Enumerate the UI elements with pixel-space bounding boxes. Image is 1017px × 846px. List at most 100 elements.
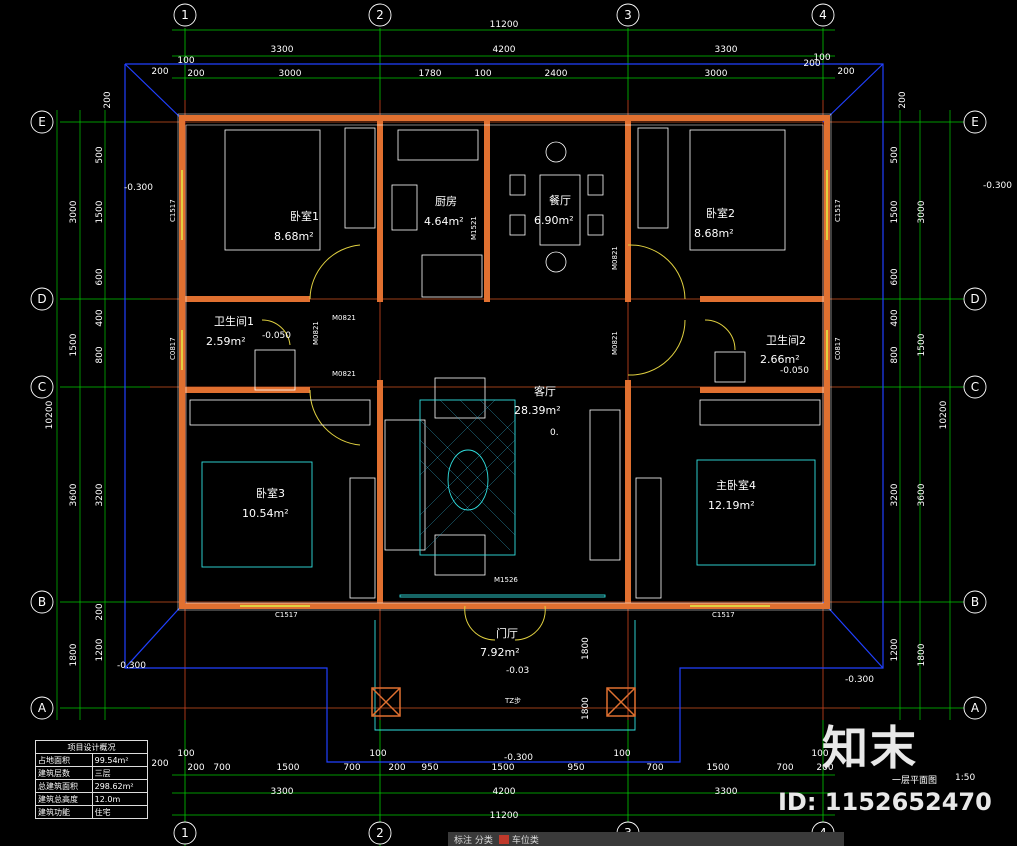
dimension-lines bbox=[56, 29, 951, 816]
dim-right-500: 500 bbox=[890, 146, 900, 163]
dim-right-1200: 1200 bbox=[890, 638, 900, 661]
room-area-entry-hall: 7.92m² bbox=[480, 646, 520, 659]
plan-title: 一层平面图 bbox=[892, 776, 938, 786]
axis-label-a-right: A bbox=[971, 701, 980, 715]
windows bbox=[181, 170, 828, 607]
level-mark-left-bottom: -0.300 bbox=[117, 661, 146, 671]
axis-label-b-left: B bbox=[38, 595, 46, 609]
room-area-bathroom-2: 2.66m² bbox=[760, 353, 800, 366]
dim-bottom-1500b: 1500 bbox=[492, 763, 515, 773]
tag-door-m0821-a: M0821 bbox=[332, 314, 356, 322]
dim-top-200a: 200 bbox=[151, 67, 168, 77]
tag-door-m1526: M1526 bbox=[494, 576, 518, 584]
room-area-living: 28.39m² bbox=[514, 404, 561, 417]
dim-bottom-span-1: 3300 bbox=[271, 787, 294, 797]
dim-top-200d: 200 bbox=[837, 67, 854, 77]
dim-left-1200: 1200 bbox=[95, 638, 105, 661]
dim-bottom-100a: 100 bbox=[369, 749, 386, 759]
dim-top-span-3: 3300 bbox=[715, 45, 738, 55]
dim-left-800: 800 bbox=[95, 346, 105, 363]
axis-label-c-right: C bbox=[971, 380, 979, 394]
room-name-dining: 餐厅 bbox=[549, 193, 571, 207]
axis-label-3-top: 3 bbox=[624, 8, 632, 22]
dim-top-span-2: 4200 bbox=[493, 45, 516, 55]
dim-left-600: 600 bbox=[95, 268, 105, 285]
watermark-id: ID: 1152652470 bbox=[778, 788, 992, 816]
room-area-dining: 6.90m² bbox=[534, 214, 574, 227]
tag-window-c1517-right: C1517 bbox=[834, 199, 842, 222]
dim-bottom-span-3: 3300 bbox=[715, 787, 738, 797]
bottom-tab-bar: 标注 分类 车位类 bbox=[448, 832, 844, 846]
dim-left-200b: 200 bbox=[95, 603, 105, 620]
dim-right-200a: 200 bbox=[898, 91, 908, 108]
dim-bottom-950a: 950 bbox=[421, 763, 438, 773]
tag-door-m0821-b: M0821 bbox=[332, 370, 356, 378]
axis-label-d-right: D bbox=[970, 292, 979, 306]
tab-annotation-category[interactable]: 标注 分类 bbox=[454, 833, 493, 846]
dim-right-400: 400 bbox=[890, 309, 900, 326]
info-value: 99.54m² bbox=[91, 753, 149, 767]
dim-bottom-total: 11200 bbox=[490, 811, 519, 821]
axis-label-a-left: A bbox=[38, 701, 47, 715]
tag-window-c0817-left: C0817 bbox=[169, 337, 177, 360]
dim-bottom-1500c: 1500 bbox=[707, 763, 730, 773]
dim-bottom-700b: 700 bbox=[343, 763, 360, 773]
axis-label-2-top: 2 bbox=[376, 8, 384, 22]
tab-parking-category[interactable]: 车位类 bbox=[498, 833, 539, 846]
room-name-bedroom-2: 卧室2 bbox=[706, 206, 735, 220]
dim-bottom-1500a: 1500 bbox=[277, 763, 300, 773]
axis-label-d-left: D bbox=[37, 292, 46, 306]
axis-label-e-left: E bbox=[38, 115, 46, 129]
dim-top-200c: 200 bbox=[803, 59, 820, 69]
info-value: 三层 bbox=[91, 766, 149, 780]
room-name-kitchen: 厨房 bbox=[435, 195, 457, 208]
dim-top-total: 11200 bbox=[490, 20, 519, 30]
dim-right-1500b: 1500 bbox=[890, 200, 900, 223]
axis-label-c-left: C bbox=[38, 380, 46, 394]
level-mark-bathroom-1: -0.050 bbox=[262, 331, 291, 341]
info-value: 298.62m² bbox=[91, 779, 149, 793]
info-key: 建筑总高度 bbox=[35, 792, 93, 806]
dim-bottom-100d: 100 bbox=[177, 749, 194, 759]
info-key: 建筑功能 bbox=[35, 805, 93, 819]
dim-top-100c: 100 bbox=[813, 53, 830, 63]
level-mark-porch: -0.300 bbox=[504, 753, 533, 763]
watermark-logo: 知末 bbox=[822, 721, 918, 775]
dim-bottom-100c: 100 bbox=[811, 749, 828, 759]
walls bbox=[179, 115, 830, 609]
dim-bottom-200d: 200 bbox=[187, 763, 204, 773]
room-area-bedroom-2: 8.68m² bbox=[694, 227, 734, 240]
room-area-master-bedroom: 12.19m² bbox=[708, 499, 755, 512]
room-name-master-bedroom: 主卧室4 bbox=[716, 478, 756, 492]
dim-top-2400: 2400 bbox=[545, 69, 568, 79]
project-info-title: 项目设计概况 bbox=[35, 740, 148, 754]
dim-left-total: 10200 bbox=[45, 400, 55, 429]
dim-bottom-100b: 100 bbox=[613, 749, 630, 759]
room-name-bathroom-1: 卫生间1 bbox=[214, 314, 254, 328]
level-mark-right-top: -0.300 bbox=[983, 181, 1012, 191]
room-name-bedroom-3: 卧室3 bbox=[256, 486, 285, 500]
dim-top-100a: 100 bbox=[177, 56, 194, 66]
dim-right-total: 10200 bbox=[939, 400, 949, 429]
tag-window-c0817-right: C0817 bbox=[834, 337, 842, 360]
axis-label-1-top: 1 bbox=[181, 8, 189, 22]
level-mark-left-top: -0.300 bbox=[124, 183, 153, 193]
dim-right-600: 600 bbox=[890, 268, 900, 285]
table-row: 建筑功能住宅 bbox=[35, 805, 149, 819]
dim-right-3200: 3200 bbox=[890, 483, 900, 506]
wall-inner-lines bbox=[177, 113, 832, 611]
dim-right-800: 800 bbox=[890, 346, 900, 363]
level-mark-right-bottom: -0.300 bbox=[845, 675, 874, 685]
dim-right-3600: 3600 bbox=[917, 483, 927, 506]
furniture bbox=[189, 127, 821, 599]
table-row: 建筑层数三层 bbox=[35, 766, 149, 780]
info-key: 占地面积 bbox=[35, 753, 93, 767]
info-key: 建筑层数 bbox=[35, 766, 93, 780]
axis-label-4-top: 4 bbox=[819, 8, 827, 22]
dim-top-3000b: 3000 bbox=[705, 69, 728, 79]
room-name-entry-hall: 门厅 bbox=[496, 626, 518, 640]
room-area-bathroom-1: 2.59m² bbox=[206, 335, 246, 348]
